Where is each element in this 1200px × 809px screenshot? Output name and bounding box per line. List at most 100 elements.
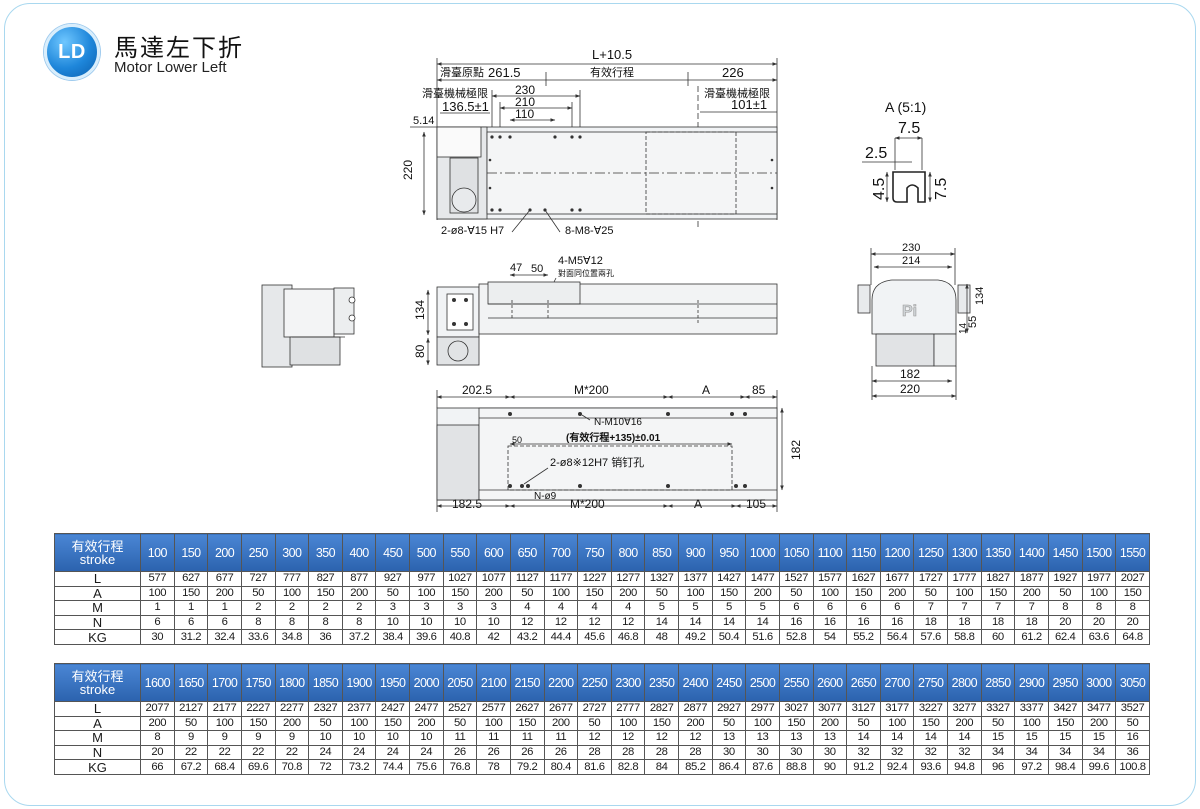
bottom-dim-n9: N-ø9 bbox=[534, 491, 557, 502]
stroke-header-cell: 3000 bbox=[1081, 663, 1117, 702]
table-cell: 1077 bbox=[476, 571, 511, 587]
table-cell: 2527 bbox=[442, 701, 478, 717]
stroke-header-cell: 2250 bbox=[577, 663, 612, 702]
table-cell: 4 bbox=[509, 600, 545, 616]
table-cell: 18 bbox=[1014, 614, 1049, 631]
table-cell: 7 bbox=[1014, 600, 1049, 616]
table-cell: 12 bbox=[644, 730, 679, 746]
stroke-label-en: stroke bbox=[79, 551, 116, 567]
home-value: 261.5 bbox=[488, 65, 521, 80]
table-cell: 26 bbox=[442, 744, 478, 761]
table-cell: 50 bbox=[846, 715, 881, 732]
table-cell: 76.8 bbox=[442, 759, 478, 775]
table-cell: 1827 bbox=[980, 571, 1016, 587]
table-cell: 43.2 bbox=[509, 629, 545, 645]
table-cell: 84 bbox=[644, 759, 679, 775]
row-label: L bbox=[54, 701, 141, 717]
bottom-pin-note: 2-ø8※12H7 销钉孔 bbox=[550, 455, 644, 469]
bottom-dim-m200: M*200 bbox=[574, 383, 609, 397]
row-label: M bbox=[54, 600, 141, 616]
table-cell: 100.8 bbox=[1115, 759, 1150, 775]
table-cell: 46.8 bbox=[610, 629, 646, 645]
stroke-header-cell: 2600 bbox=[812, 663, 848, 702]
table-cell: 42 bbox=[476, 629, 511, 645]
table-cell: 150 bbox=[778, 715, 814, 732]
table-cell: 2327 bbox=[308, 701, 343, 717]
table-cell: 2077 bbox=[140, 701, 175, 717]
table-cell: 5 bbox=[711, 600, 747, 616]
table-cell: 74.4 bbox=[375, 759, 410, 775]
table-cell: 3127 bbox=[846, 701, 881, 717]
table-cell: 1477 bbox=[745, 571, 780, 587]
stroke-header-cell: 500 bbox=[409, 533, 444, 572]
end-width-220: 220 bbox=[900, 382, 920, 396]
table-cell: 14 bbox=[678, 614, 713, 631]
table-cell: 7 bbox=[913, 600, 948, 616]
table-cell: 2 bbox=[240, 600, 276, 616]
table-cell: 4 bbox=[543, 600, 579, 616]
stroke-header-cell: 2700 bbox=[879, 663, 915, 702]
table-cell: 50 bbox=[509, 585, 545, 602]
table-cell: 9 bbox=[207, 730, 242, 746]
table-cell: 39.6 bbox=[409, 629, 444, 645]
stroke-header-cell: 2200 bbox=[543, 663, 579, 702]
bottom-dim-105: 105 bbox=[746, 497, 766, 511]
end-width-214: 214 bbox=[902, 255, 920, 267]
table-cell: 10 bbox=[409, 614, 444, 631]
side-view: 47 50 4-M5∀12 對面同位置兩孔 134 80 bbox=[413, 255, 778, 366]
table-cell: 26 bbox=[509, 744, 545, 761]
end-dim-55: 55 bbox=[967, 316, 979, 328]
table-cell: 6 bbox=[879, 600, 915, 616]
stroke-header-cell: 250 bbox=[240, 533, 276, 572]
table-cell: 6 bbox=[846, 600, 881, 616]
stroke-header-cell: 400 bbox=[341, 533, 377, 572]
hole-note-pin: 2-ø8-∀15 H7 bbox=[441, 225, 504, 237]
table-cell: 2427 bbox=[375, 701, 410, 717]
height-220: 220 bbox=[401, 160, 415, 180]
table-cell: 1877 bbox=[1014, 571, 1049, 587]
table-cell: 91.2 bbox=[846, 759, 881, 775]
table-cell: 57.6 bbox=[913, 629, 948, 645]
table-cell: 100 bbox=[207, 715, 242, 732]
table-cell: 16 bbox=[1115, 730, 1150, 746]
row-label: M bbox=[54, 730, 141, 746]
table-cell: 200 bbox=[610, 585, 646, 602]
table-cell: 827 bbox=[308, 571, 343, 587]
table-cell: 150 bbox=[980, 585, 1016, 602]
table-cell: 9 bbox=[274, 730, 310, 746]
table-cell: 34 bbox=[1047, 744, 1083, 761]
table-cell: 100 bbox=[610, 715, 646, 732]
hole-note-m8: 8-M8-∀25 bbox=[565, 225, 614, 237]
table-cell: 8 bbox=[274, 614, 310, 631]
table-cell: 200 bbox=[947, 715, 982, 732]
table-cell: 5 bbox=[745, 600, 780, 616]
table-cell: 40.8 bbox=[442, 629, 478, 645]
table-cell: 8 bbox=[308, 614, 343, 631]
table-cell: 24 bbox=[409, 744, 444, 761]
table-cell: 20 bbox=[1081, 614, 1117, 631]
table-cell: 85.2 bbox=[678, 759, 713, 775]
table-cell: 82.8 bbox=[610, 759, 646, 775]
table-cell: 36 bbox=[1115, 744, 1150, 761]
bottom-dim-m200-b: M*200 bbox=[570, 497, 605, 511]
table-cell: 18 bbox=[947, 614, 982, 631]
stroke-header-cell: 2300 bbox=[610, 663, 646, 702]
table-cell: 56.4 bbox=[879, 629, 915, 645]
table-cell: 100 bbox=[1081, 585, 1117, 602]
dim-5-14: 5.14 bbox=[413, 115, 434, 127]
table-cell: 12 bbox=[610, 730, 646, 746]
table-cell: 3477 bbox=[1081, 701, 1117, 717]
table-cell: 10 bbox=[442, 614, 478, 631]
table-cell: 24 bbox=[341, 744, 377, 761]
table-cell: 100 bbox=[274, 585, 310, 602]
table-cell: 32 bbox=[947, 744, 982, 761]
table-cell: 3377 bbox=[1014, 701, 1049, 717]
stroke-header-cell: 2900 bbox=[1014, 663, 1049, 702]
table-cell: 52.8 bbox=[778, 629, 814, 645]
table-cell: 3527 bbox=[1115, 701, 1150, 717]
table-cell: 6 bbox=[173, 614, 209, 631]
table-cell: 10 bbox=[375, 614, 410, 631]
table-cell: 30 bbox=[140, 629, 175, 645]
table-cell: 2 bbox=[274, 600, 310, 616]
